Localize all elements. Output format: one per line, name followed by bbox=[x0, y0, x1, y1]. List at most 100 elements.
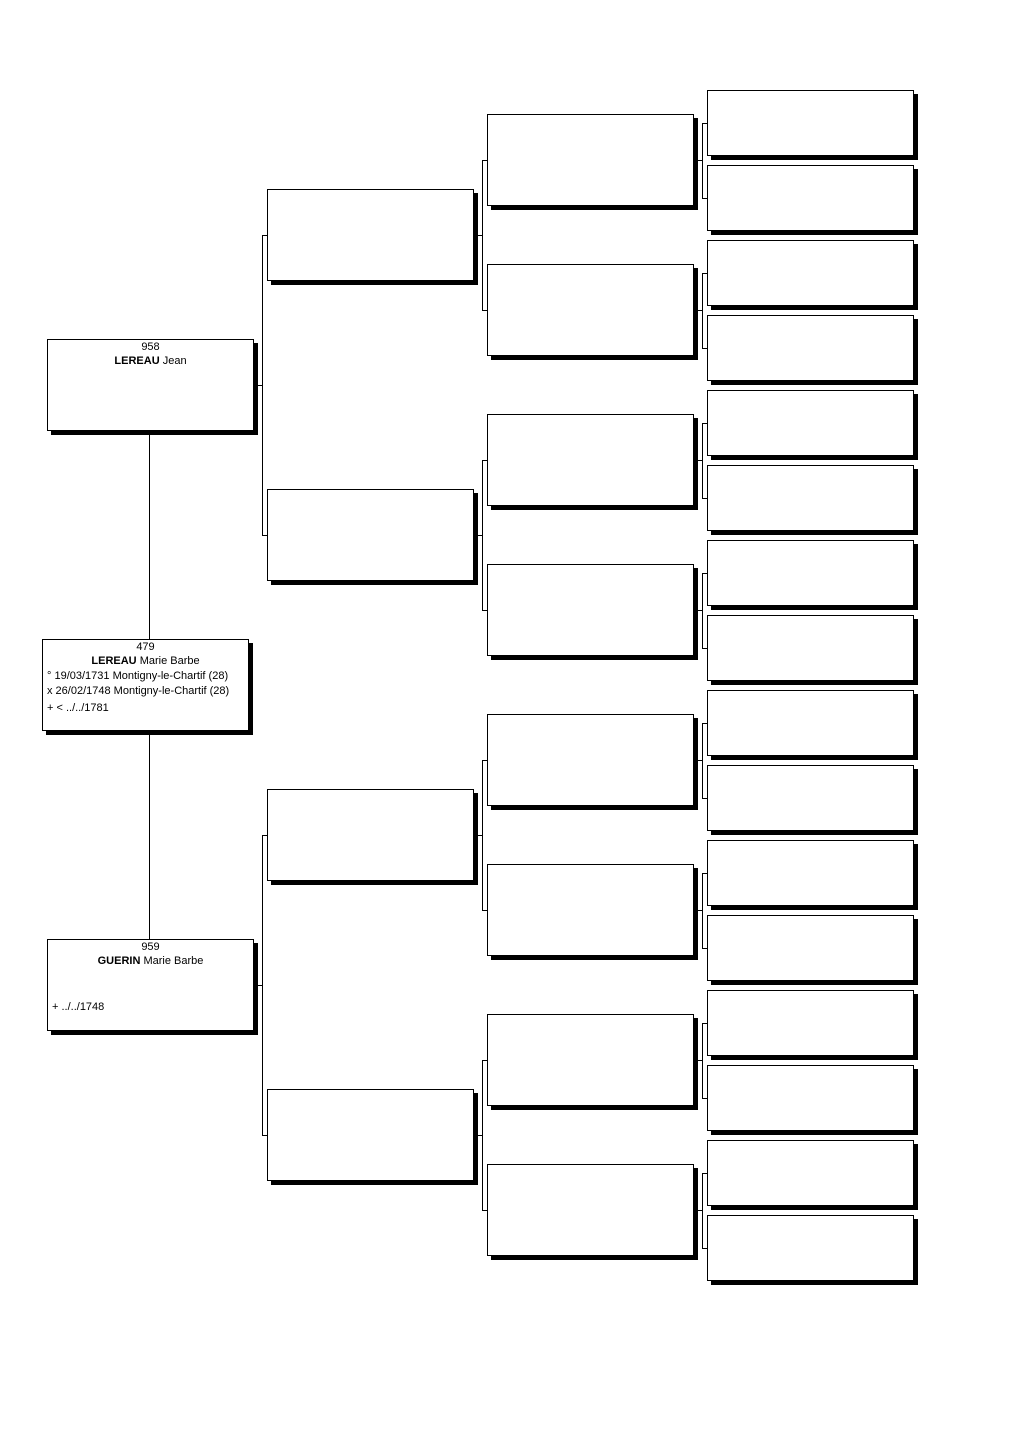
connector-line bbox=[482, 310, 487, 311]
connector-line bbox=[482, 760, 487, 761]
ancestor-box-great-great-grandparent[interactable] bbox=[707, 315, 914, 381]
person-name: GUERIN Marie Barbe bbox=[48, 954, 253, 968]
connector-line bbox=[702, 423, 703, 499]
ancestor-box-grandparent[interactable] bbox=[267, 189, 474, 281]
connector-line bbox=[702, 273, 707, 274]
death-info: + < ../../1781 bbox=[47, 702, 109, 714]
connector-line bbox=[482, 460, 483, 611]
ancestor-box-great-great-grandparent[interactable] bbox=[707, 1065, 914, 1131]
surname: LEREAU bbox=[114, 355, 160, 367]
birth-info: ° 19/03/1731 Montigny-le-Chartif (28) bbox=[47, 670, 229, 682]
connector-line bbox=[694, 910, 702, 911]
connector-line bbox=[482, 1210, 487, 1211]
ancestor-box-great-great-grandparent[interactable] bbox=[707, 990, 914, 1056]
given-name: Jean bbox=[162, 355, 187, 367]
ancestor-box-great-great-grandparent[interactable] bbox=[707, 690, 914, 756]
connector-line bbox=[702, 1098, 707, 1099]
ancestor-box-great-great-grandparent[interactable] bbox=[707, 1140, 914, 1206]
connector-line bbox=[702, 573, 707, 574]
connector-line bbox=[702, 198, 707, 199]
connector-line bbox=[694, 1210, 702, 1211]
connector-line bbox=[694, 310, 702, 311]
connector-line bbox=[702, 648, 707, 649]
connector-line bbox=[702, 948, 707, 949]
connector-line bbox=[702, 1023, 703, 1099]
ancestor-box-great-great-grandparent[interactable] bbox=[707, 915, 914, 981]
ancestor-box-great-great-grandparent[interactable] bbox=[707, 765, 914, 831]
connector-line bbox=[702, 1173, 707, 1174]
ancestor-box-great-grandparent[interactable] bbox=[487, 1014, 694, 1106]
connector-line bbox=[702, 573, 703, 649]
ancestor-box-great-grandparent[interactable] bbox=[487, 414, 694, 506]
ancestor-box-grandparent[interactable] bbox=[267, 789, 474, 881]
connector-line bbox=[474, 535, 482, 536]
ancestor-box-great-great-grandparent[interactable] bbox=[707, 165, 914, 231]
person-box-father[interactable]: 958 LEREAU Jean bbox=[47, 339, 254, 431]
connector-line bbox=[474, 1135, 482, 1136]
connector-line bbox=[482, 1060, 483, 1211]
connector-line bbox=[702, 1248, 707, 1249]
connector-line bbox=[254, 385, 262, 386]
ancestor-box-great-great-grandparent[interactable] bbox=[707, 90, 914, 156]
ancestor-box-great-great-grandparent[interactable] bbox=[707, 1215, 914, 1281]
connector-line bbox=[474, 835, 482, 836]
sosa-number: 479 bbox=[136, 641, 155, 653]
ancestor-box-great-grandparent[interactable] bbox=[487, 714, 694, 806]
connector-line bbox=[694, 460, 702, 461]
connector-line bbox=[262, 835, 263, 1136]
connector-line bbox=[702, 123, 707, 124]
connector-line bbox=[702, 723, 703, 799]
ancestor-box-great-great-grandparent[interactable] bbox=[707, 840, 914, 906]
person-name: LEREAU Marie Barbe bbox=[43, 654, 248, 668]
connector-line bbox=[482, 160, 483, 311]
sosa-number: 958 bbox=[141, 341, 160, 353]
connector-line bbox=[702, 873, 703, 949]
surname: LEREAU bbox=[91, 655, 137, 667]
given-name: Marie Barbe bbox=[143, 955, 204, 967]
given-name: Marie Barbe bbox=[139, 655, 200, 667]
connector-line bbox=[702, 723, 707, 724]
sosa-number: 959 bbox=[141, 941, 160, 953]
ancestor-box-great-grandparent[interactable] bbox=[487, 114, 694, 206]
connector-line bbox=[694, 1060, 702, 1061]
ancestor-box-great-great-grandparent[interactable] bbox=[707, 465, 914, 531]
connector-line bbox=[482, 760, 483, 911]
connector-line bbox=[702, 1173, 703, 1249]
ancestor-box-great-grandparent[interactable] bbox=[487, 264, 694, 356]
ancestor-box-great-grandparent[interactable] bbox=[487, 1164, 694, 1256]
ancestor-box-great-great-grandparent[interactable] bbox=[707, 615, 914, 681]
person-name: LEREAU Jean bbox=[48, 354, 253, 368]
connector-line bbox=[482, 910, 487, 911]
connector-line bbox=[149, 431, 150, 639]
ancestor-box-great-grandparent[interactable] bbox=[487, 864, 694, 956]
connector-line bbox=[702, 498, 707, 499]
ancestor-box-grandparent[interactable] bbox=[267, 1089, 474, 1181]
connector-line bbox=[482, 160, 487, 161]
connector-line bbox=[694, 610, 702, 611]
connector-line bbox=[702, 1023, 707, 1024]
ancestor-box-great-great-grandparent[interactable] bbox=[707, 390, 914, 456]
connector-line bbox=[262, 835, 267, 836]
death-info: + ../../1748 bbox=[52, 1001, 105, 1013]
connector-line bbox=[262, 1135, 267, 1136]
connector-line bbox=[702, 873, 707, 874]
connector-line bbox=[262, 235, 263, 536]
connector-line bbox=[262, 235, 267, 236]
connector-line bbox=[702, 348, 707, 349]
ancestor-box-grandparent[interactable] bbox=[267, 489, 474, 581]
connector-line bbox=[694, 760, 702, 761]
surname: GUERIN bbox=[97, 955, 141, 967]
ancestor-box-great-grandparent[interactable] bbox=[487, 564, 694, 656]
connector-line bbox=[482, 1060, 487, 1061]
ancestor-box-great-great-grandparent[interactable] bbox=[707, 540, 914, 606]
connector-line bbox=[702, 123, 703, 199]
connector-line bbox=[694, 160, 702, 161]
connector-line bbox=[149, 731, 150, 939]
connector-line bbox=[702, 423, 707, 424]
ancestor-box-great-great-grandparent[interactable] bbox=[707, 240, 914, 306]
person-box-mother[interactable]: 959 GUERIN Marie Barbe + ../../1748 bbox=[47, 939, 254, 1031]
connector-line bbox=[482, 460, 487, 461]
connector-line bbox=[474, 235, 482, 236]
person-box-root[interactable]: 479 LEREAU Marie Barbe ° 19/03/1731 Mont… bbox=[42, 639, 249, 731]
connector-line bbox=[254, 985, 262, 986]
